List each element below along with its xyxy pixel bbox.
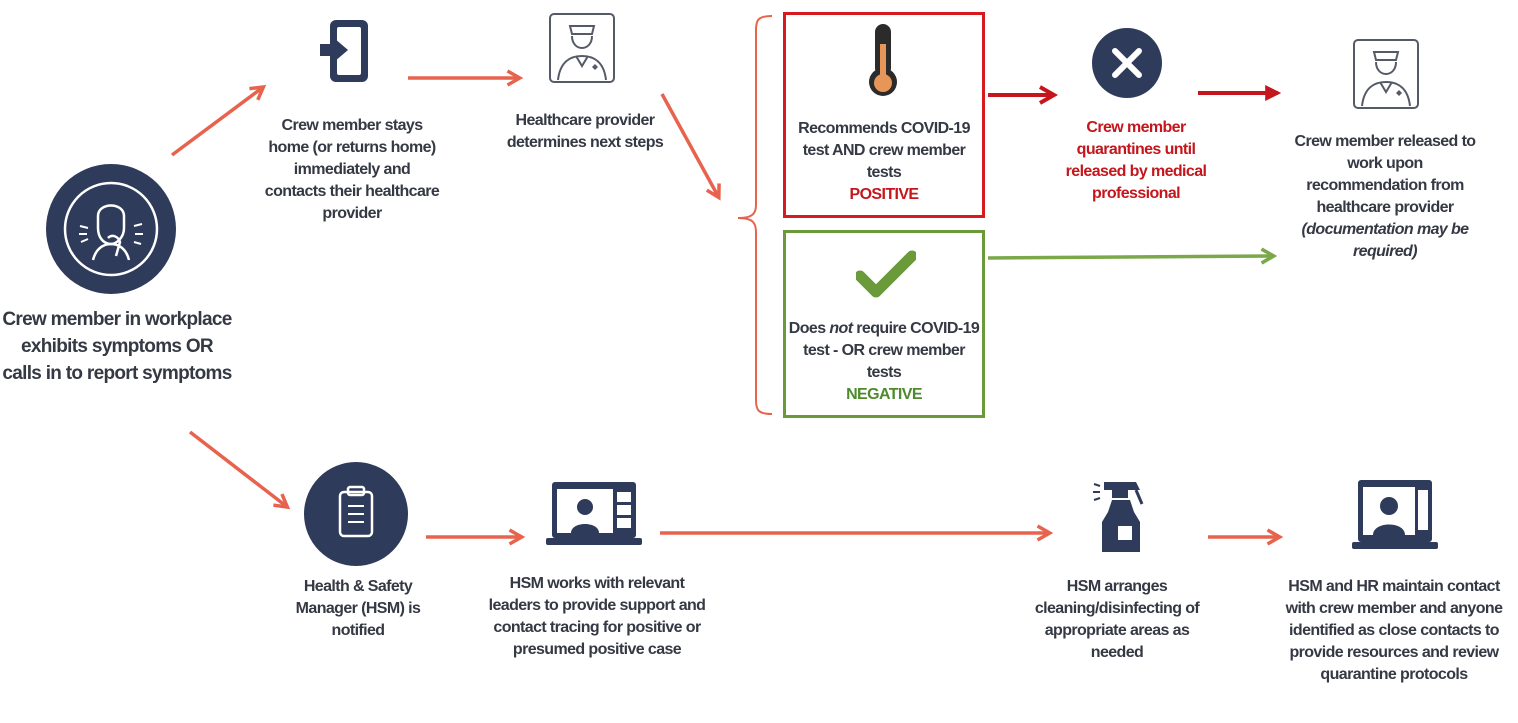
video-call-icon bbox=[546, 482, 642, 545]
doctor-icon bbox=[549, 13, 615, 83]
thermometer-icon bbox=[869, 24, 897, 96]
video-call-icon bbox=[1352, 480, 1438, 549]
results-bracket bbox=[737, 15, 773, 415]
released-text: Crew member released to work upon recomm… bbox=[1290, 131, 1480, 263]
stay-home-text: Crew member stays home (or returns home)… bbox=[264, 117, 440, 222]
negative-status: NEGATIVE bbox=[846, 386, 922, 403]
negative-text-not: not bbox=[829, 320, 853, 337]
start-icon-circle bbox=[46, 164, 176, 294]
positive-text: Recommends COVID-19 test AND crew member… bbox=[786, 118, 982, 206]
arrow-start-to-stay-home bbox=[170, 84, 267, 157]
hsm-icon-circle bbox=[304, 462, 408, 566]
arrow-start-to-hsm bbox=[188, 430, 291, 510]
clipboard-icon bbox=[338, 485, 374, 538]
positive-status: POSITIVE bbox=[849, 186, 920, 203]
door-exit-icon bbox=[320, 20, 368, 82]
negative-text-1: Does bbox=[788, 320, 830, 337]
quarantine-icon-circle bbox=[1092, 28, 1162, 98]
hsm-notified-text: Health & Safety Manager (HSM) is notifie… bbox=[295, 578, 421, 639]
sick-person-coughing-icon bbox=[63, 181, 159, 277]
checkmark-icon bbox=[856, 250, 916, 298]
negative-text-2: require COVID-19 test - OR crew member t… bbox=[803, 320, 980, 381]
spray-bottle-icon bbox=[1093, 482, 1144, 552]
quarantine-text: Crew member quarantines until released b… bbox=[1065, 119, 1207, 202]
x-circle-icon bbox=[1112, 48, 1142, 78]
maintain-contact-text: HSM and HR maintain contact with crew me… bbox=[1285, 578, 1503, 683]
negative-text: Does not require COVID-19 test - OR crew… bbox=[786, 318, 982, 406]
released-note: (documentation may be required) bbox=[1301, 221, 1470, 260]
released-description: Crew member released to work upon recomm… bbox=[1294, 133, 1477, 216]
start-text: Crew member in workplace exhibits sympto… bbox=[2, 309, 232, 384]
positive-result-box bbox=[783, 12, 985, 218]
cleaning-text: HSM arranges cleaning/disinfecting of ap… bbox=[1034, 578, 1200, 661]
negative-result-box bbox=[783, 230, 985, 418]
doctor-icon bbox=[1353, 39, 1419, 109]
arrow-negative-to-released bbox=[987, 247, 1278, 265]
positive-description: Recommends COVID-19 test AND crew member… bbox=[798, 120, 970, 181]
contact-tracing-text: HSM works with relevant leaders to provi… bbox=[488, 575, 706, 658]
provider-text: Healthcare provider determines next step… bbox=[506, 112, 664, 151]
arrow-provider-to-results bbox=[660, 93, 721, 201]
